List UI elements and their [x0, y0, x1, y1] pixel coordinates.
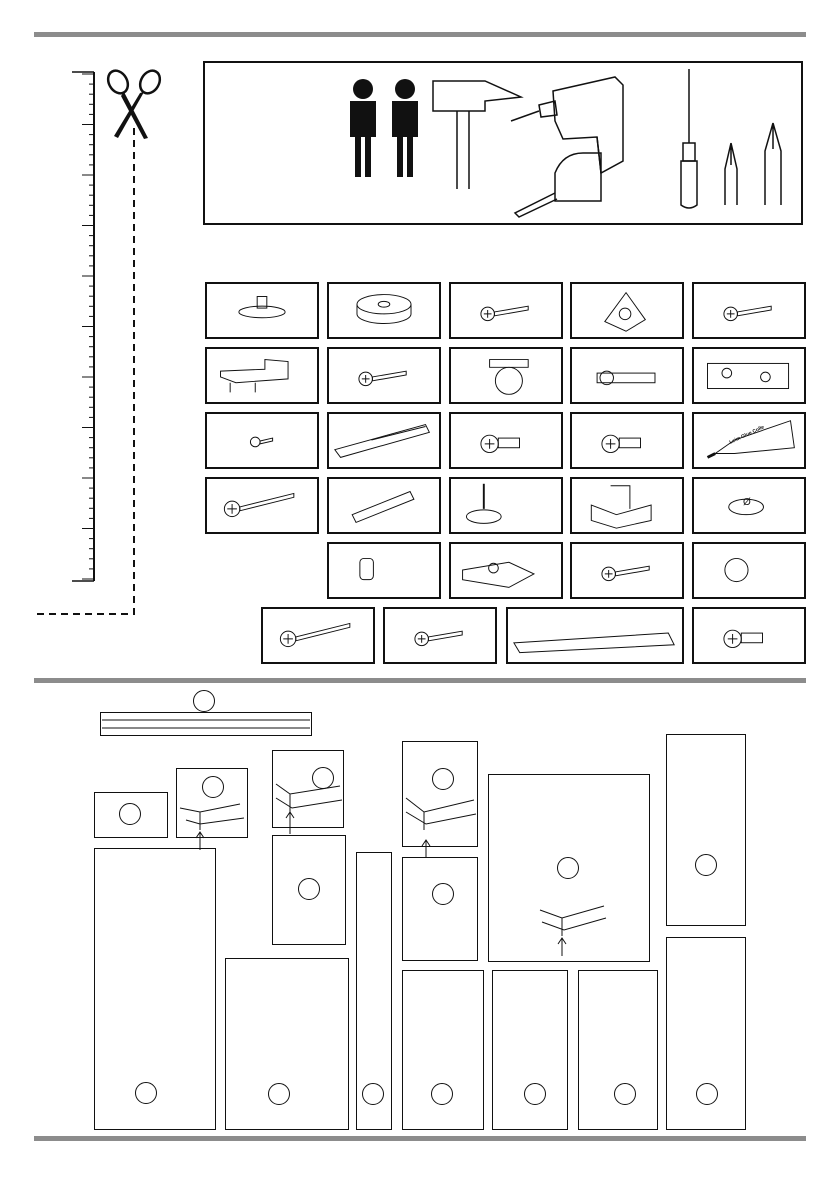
joint-sketches	[0, 0, 839, 1191]
